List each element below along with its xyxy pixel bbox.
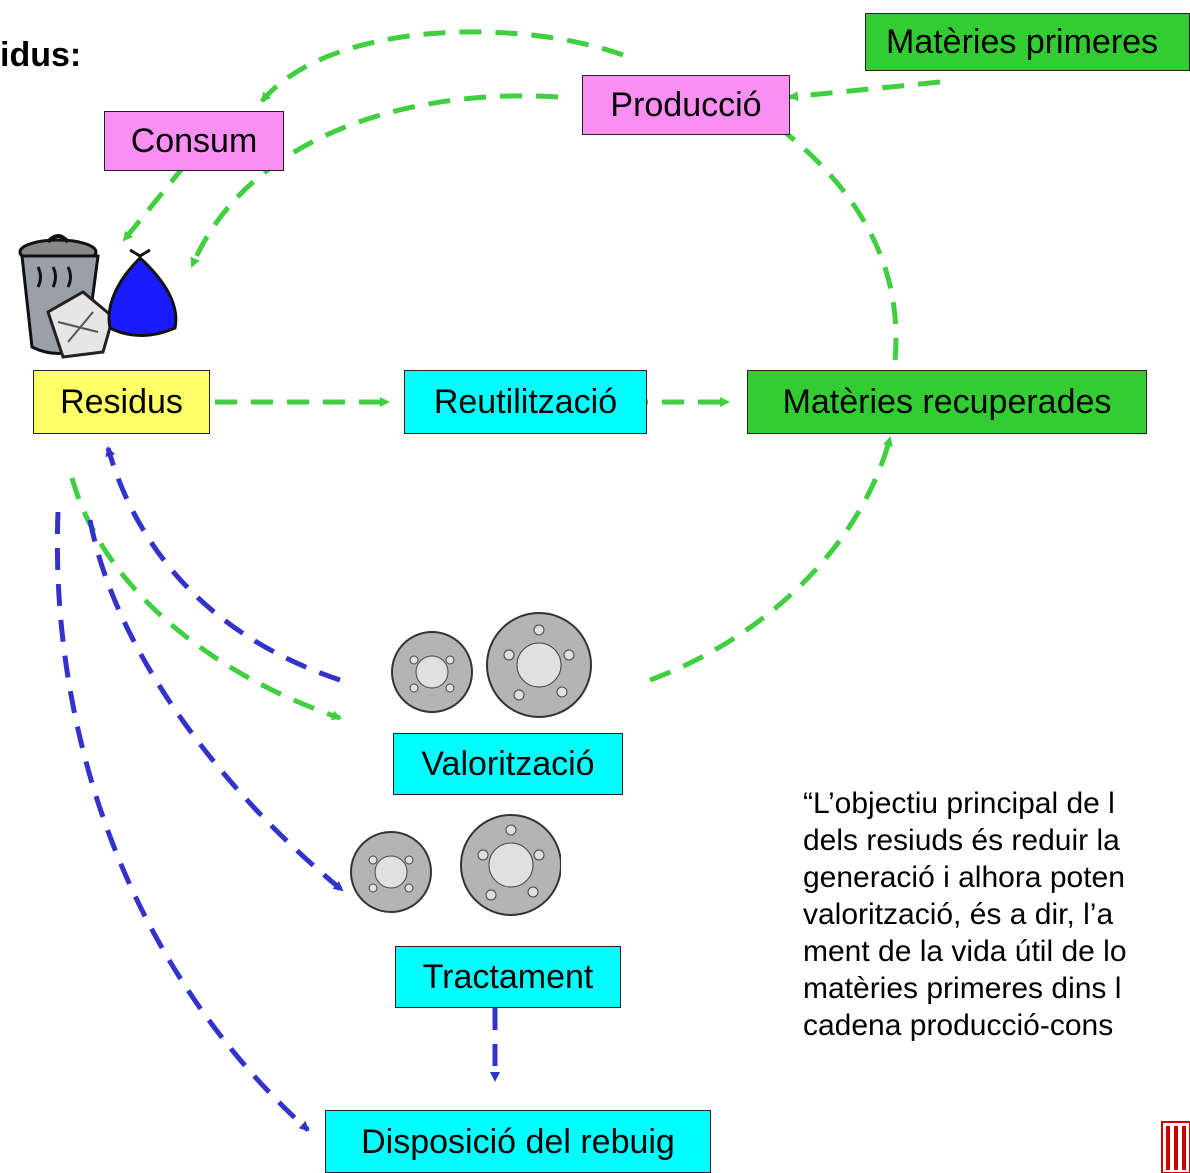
node-tractament: Tractament (395, 946, 621, 1008)
arrow-materies-to-produccio (788, 79, 941, 102)
quote-line: “L’objectiu principal de l (803, 787, 1115, 820)
quote-line: dels resiuds és reduir la (803, 824, 1120, 857)
arrow-produccio-to-consum (260, 29, 624, 103)
quote-line: matèries primeres dins l (803, 972, 1122, 1005)
gears-icon (391, 612, 592, 718)
trash-can-icon (18, 234, 115, 359)
institution-logo-icon (1161, 1121, 1190, 1173)
node-materies-recuperades: Matèries recuperades (747, 370, 1147, 434)
page-title: idus: (0, 36, 82, 74)
quote-line: generació i alhora poten (803, 861, 1125, 894)
arrow-produccio-to-residus (189, 93, 559, 268)
quote-line: cadena producció-cons (803, 1009, 1114, 1042)
node-residus: Residus (33, 370, 210, 434)
quote-line: valorització, és a dir, l’a (803, 898, 1114, 931)
quote-line: ment de la vida útil de lo (803, 935, 1127, 968)
gears-icon (350, 814, 561, 916)
arrow-consum-to-residus (122, 163, 187, 242)
quote-text: “L’objectiu principal de l dels resiuds … (803, 785, 1190, 1044)
node-consum: Consum (104, 111, 284, 171)
node-reutilitzacio: Reutilització (404, 370, 647, 434)
node-valoritzacio: Valorització (393, 733, 623, 795)
arrow-valoritzacio-to-recuperades (649, 436, 893, 683)
arrow-residus-to-valoritzacio (69, 477, 342, 721)
arrow-residus-to-disposicio (54, 511, 310, 1132)
node-materies-primeres: Matèries primeres (865, 13, 1190, 71)
arrow-materies-recuperades-to-produccio (760, 112, 899, 361)
arrow-valoritzacio-to-residus (105, 446, 341, 683)
garbage-bag-icon (107, 248, 178, 337)
node-produccio: Producció (582, 75, 790, 135)
arrow-residus-to-tractament (87, 519, 344, 892)
node-disposicio-del-rebuig: Disposició del rebuig (325, 1110, 711, 1173)
